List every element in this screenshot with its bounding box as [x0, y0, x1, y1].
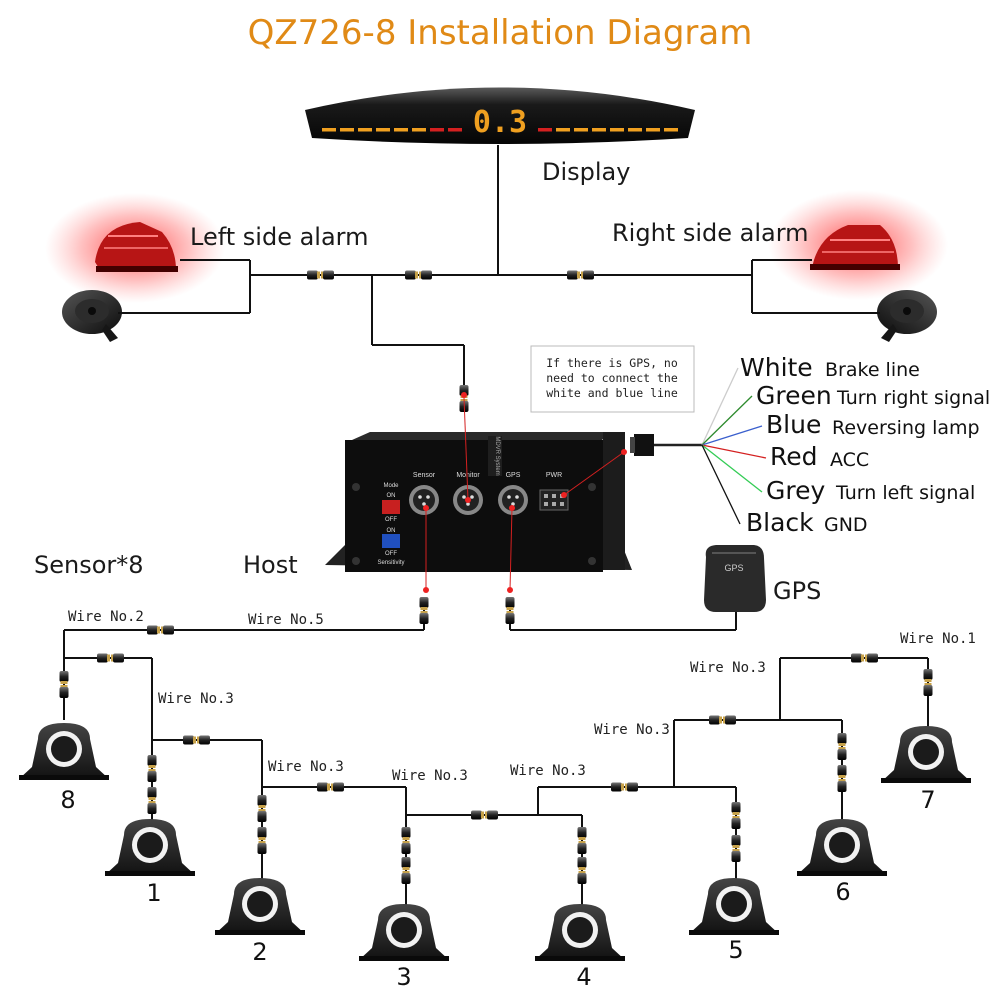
right-alarm-label: Right side alarm — [612, 219, 809, 247]
svg-text:If there is GPS, no: If there is GPS, no — [546, 356, 678, 370]
display-reading: 0.3 — [473, 105, 527, 140]
display-segments — [322, 128, 678, 132]
left-alarm-label: Left side alarm — [190, 223, 369, 251]
sensor-number: 8 — [60, 786, 75, 814]
svg-text:Red: Red — [770, 442, 818, 471]
wire-label-no3: Wire No.3 — [594, 722, 670, 738]
sensor-number: 5 — [728, 936, 743, 964]
signal-row: Grey Turn left signal — [766, 476, 975, 505]
svg-text:Green: Green — [756, 381, 832, 410]
gps-label: GPS — [773, 577, 821, 605]
right-alarm-lamp — [768, 190, 948, 300]
signal-wire-black — [701, 444, 741, 525]
port-label-monitor: Monitor — [456, 472, 480, 479]
left-buzzer-icon — [62, 290, 122, 342]
signal-wire-white — [701, 367, 739, 446]
power-harness — [630, 434, 702, 456]
wire-label-no3: Wire No.3 — [158, 691, 234, 707]
mode-dip-switch[interactable] — [382, 500, 400, 514]
signal-row: White Brake line — [740, 353, 920, 382]
port-label-sensor: Sensor — [413, 472, 436, 479]
alarm-display-wiring — [118, 145, 880, 385]
sensitivity-dip-switch[interactable] — [382, 534, 400, 548]
host-label: Host — [243, 551, 298, 579]
svg-text:Blue: Blue — [766, 410, 821, 439]
sensor-number: 3 — [396, 963, 411, 991]
svg-text:Mode: Mode — [383, 483, 399, 489]
sensor-1-icon — [105, 819, 195, 876]
svg-text:white and blue line: white and blue line — [546, 386, 678, 400]
svg-text:ON: ON — [387, 528, 396, 534]
signal-wire-grey — [701, 444, 763, 493]
svg-text:Reversing lamp: Reversing lamp — [832, 417, 980, 439]
sensor-count-label: Sensor*8 — [34, 551, 144, 579]
sensor-number: 7 — [920, 786, 935, 814]
host-brand: MDVR System — [494, 436, 500, 475]
wire-label-no3: Wire No.3 — [392, 768, 468, 784]
signal-wire-blue — [701, 425, 763, 446]
sensor-number: 4 — [576, 963, 591, 991]
port-label-gps: GPS — [506, 472, 521, 479]
svg-text:ACC: ACC — [830, 449, 869, 471]
sensor-5-icon — [689, 878, 779, 935]
host-unit: MDVR System Sensor Monitor GPS PWR M — [325, 432, 632, 572]
sensor-2-icon — [215, 878, 305, 935]
signal-wires — [701, 367, 767, 525]
signal-row: Blue Reversing lamp — [766, 410, 980, 439]
diagram-title: QZ726-8 Installation Diagram — [248, 13, 753, 53]
wire-label-no3: Wire No.3 — [510, 763, 586, 779]
svg-text:GND: GND — [824, 514, 868, 536]
sensor-3-icon — [359, 904, 449, 961]
sensor-wiring — [63, 610, 929, 905]
svg-text:Grey: Grey — [766, 476, 825, 505]
wire-label-no5: Wire No.5 — [248, 612, 324, 628]
wire-label-no3: Wire No.3 — [268, 759, 344, 775]
wire-label-no3: Wire No.3 — [690, 660, 766, 676]
wire-label-no1: Wire No.1 — [900, 631, 976, 647]
svg-text:Brake line: Brake line — [825, 359, 920, 381]
sensor-8-icon — [19, 723, 109, 780]
svg-text:Sensitivity: Sensitivity — [377, 560, 404, 566]
signal-row: Black GND — [746, 508, 868, 537]
right-buzzer-icon — [877, 290, 937, 342]
svg-text:ON: ON — [387, 493, 396, 499]
signal-wire-green — [701, 395, 753, 446]
gps-badge: GPS — [724, 563, 743, 573]
gps-port — [498, 485, 528, 515]
display-label: Display — [542, 158, 630, 186]
sensor-7-icon — [881, 726, 971, 783]
svg-text:OFF: OFF — [385, 517, 397, 523]
gps-antenna: GPS — [704, 545, 766, 612]
wire-label-no2: Wire No.2 — [68, 609, 144, 625]
svg-text:need to connect the: need to connect the — [546, 371, 678, 385]
sensor-6-icon — [797, 819, 887, 876]
svg-text:Turn right signal: Turn right signal — [836, 387, 990, 409]
gps-note: If there is GPS, no need to connect the … — [530, 345, 695, 413]
svg-text:Black: Black — [746, 508, 814, 537]
sensor-port — [409, 485, 439, 515]
sensor-4-icon — [535, 904, 625, 961]
sensor-number: 2 — [252, 938, 267, 966]
svg-text:Turn left signal: Turn left signal — [835, 482, 975, 504]
sensor-number: 1 — [146, 879, 161, 907]
port-probes — [423, 392, 627, 593]
display-unit: 0.3 — [305, 87, 695, 144]
signal-row: Red ACC — [770, 442, 869, 471]
port-label-pwr: PWR — [546, 472, 562, 479]
signal-wire-red — [701, 444, 767, 459]
left-alarm-lamp — [45, 193, 225, 303]
svg-text:White: White — [740, 353, 813, 382]
sensor-number: 6 — [835, 878, 850, 906]
svg-text:OFF: OFF — [385, 551, 397, 557]
